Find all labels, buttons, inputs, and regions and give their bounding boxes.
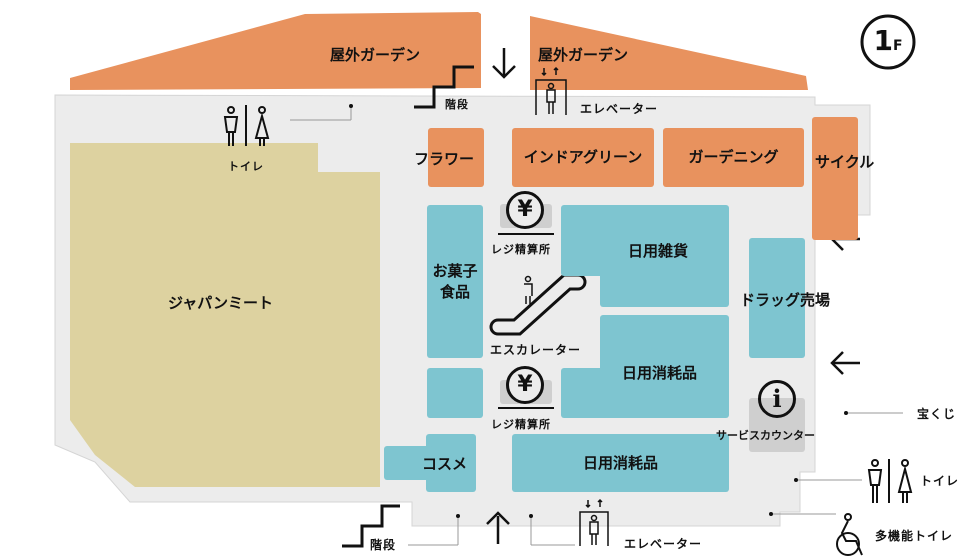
lottery-label: 宝くじ [917,407,957,421]
register-bottom-bar [498,407,554,409]
wheelchair-icon [836,513,863,556]
stairs-bottom-label: 階段 [370,538,397,552]
elevator-top-label: エレベーター [580,102,659,116]
outdoor-garden-right-shape [530,16,808,90]
area-daily-goods-lower [600,270,729,307]
leader-lines [290,106,903,546]
area-gardening[interactable]: ガーデニング [663,128,804,187]
cycle-label: サイクル [815,153,875,171]
service-counter-label: サービスカウンター [716,429,815,442]
floor-badge [860,14,916,70]
area-small-block[interactable] [427,368,483,418]
stairs-top-icon [414,65,474,109]
area-daily-goods[interactable] [561,205,729,276]
floor-suffix: F [892,38,903,54]
outdoor-garden-right: 屋外ガーデン [538,46,629,64]
drugstore-label: ドラッグ売場 [740,291,831,309]
daily-goods-label: 日用雑貨 [628,242,689,260]
outdoor-garden-left: 屋外ガーデン [330,46,421,64]
area-cosme-side [384,446,434,480]
toilet-top-icon [223,105,270,146]
floor-number: 1 [873,24,893,57]
stairs-top-label: 階段 [445,98,469,111]
stairs-bottom-icon [342,504,400,548]
arrow-down-icon [492,48,516,79]
yen-icon: ¥ [506,366,544,404]
area-consumables-upper[interactable] [561,368,729,418]
elevator-bottom-icon [579,498,609,546]
arrow-up-icon [486,511,510,544]
register-top-label: レジ精算所 [491,243,551,256]
area-snacks-food[interactable]: お菓子 食品 [427,205,483,358]
japan-meat-shape [70,143,380,487]
multipurpose-toilet-label: 多機能トイレ [875,529,954,543]
yen-icon: ¥ [506,191,544,229]
register-top-bar [498,233,554,235]
area-consumables-upper-top [600,315,729,375]
floor-badge-label: 1F [866,24,910,57]
area-indoor-green[interactable]: インドアグリーン [512,128,654,187]
area-flower[interactable] [428,128,484,187]
location-dots [349,104,848,518]
area-cycle[interactable] [812,117,858,240]
consumables-upper-label: 日用消耗品 [622,364,698,382]
toilet-right-icon [867,459,913,503]
area-drugstore[interactable] [749,238,805,358]
toilet-top-label: トイレ [228,160,264,173]
cosme-label: コスメ [422,455,468,473]
japan-meat[interactable]: ジャパンミート [168,294,274,312]
outdoor-garden-left-shape [70,12,481,90]
register-bottom-label: レジ精算所 [491,418,551,431]
area-cosme[interactable] [426,434,476,492]
escalator-label: エスカレーター [490,343,582,357]
elevator-top-icon [535,66,567,115]
entrance-arrow-left-icon [830,351,860,375]
info-icon: i [758,380,796,418]
area-consumables-lower[interactable]: 日用消耗品 [512,434,729,492]
flower-label: フラワー [414,150,475,168]
elevator-bottom-label: エレベーター [624,537,703,551]
toilet-right-label: トイレ [920,474,960,488]
